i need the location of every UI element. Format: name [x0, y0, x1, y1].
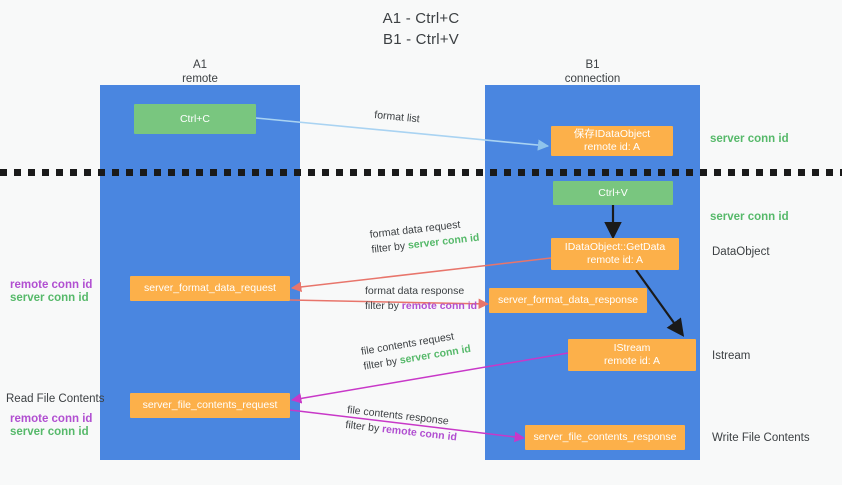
- box-ctrl-v[interactable]: Ctrl+V: [553, 181, 673, 205]
- left-label-server-conn-id-2: server conn id: [10, 426, 89, 438]
- left-label-remote-conn-id-1: remote conn id: [10, 279, 93, 291]
- box-ctrl-c[interactable]: Ctrl+C: [134, 104, 256, 134]
- edge-label-format-data-request: format data request filter by server con…: [369, 216, 480, 258]
- dashed-divider-line: [0, 169, 842, 176]
- box-server-format-data-response[interactable]: server_format_data_response: [489, 288, 647, 313]
- edge-label-format-data-response-filter-prefix: filter by: [365, 300, 402, 312]
- left-label-server-conn-id-1: server conn id: [10, 292, 89, 304]
- edge-label-file-contents-response-filter-prefix: filter by: [344, 418, 383, 435]
- box-getdata-label: IDataObject::GetData: [564, 241, 666, 253]
- box-istream-label: IStream: [613, 342, 651, 354]
- right-label-server-conn-id-mid: server conn id: [710, 211, 789, 223]
- box-server-format-data-response-label: server_format_data_response: [497, 294, 639, 306]
- box-save-idataobject[interactable]: 保存IDataObject remote id: A: [551, 126, 673, 156]
- title-line-1: A1 - Ctrl+C: [382, 10, 460, 27]
- box-server-file-contents-response[interactable]: server_file_contents_response: [525, 425, 685, 450]
- column-header-a1-sub: remote: [182, 73, 218, 85]
- edge-label-format-data-response: format data response filter by remote co…: [365, 284, 477, 314]
- box-istream[interactable]: IStream remote id: A: [568, 339, 696, 371]
- edge-label-file-contents-request: file contents request filter by server c…: [360, 327, 472, 375]
- box-server-file-contents-request-label: server_file_contents_request: [142, 399, 278, 411]
- edge-label-format-list-line1: format list: [373, 108, 421, 126]
- box-server-file-contents-request[interactable]: server_file_contents_request: [130, 393, 290, 418]
- right-label-istream: Istream: [712, 350, 751, 362]
- box-save-idataobject-label: 保存IDataObject: [573, 128, 651, 140]
- edge-label-format-list: format list: [374, 108, 421, 127]
- right-label-dataobject: DataObject: [712, 246, 770, 258]
- box-save-idataobject-remote-id: remote id: A: [583, 141, 641, 153]
- edge-label-format-data-response-line2: filter by remote conn id: [365, 299, 477, 314]
- right-label-server-conn-id-top: server conn id: [710, 133, 789, 145]
- box-getdata[interactable]: IDataObject::GetData remote id: A: [551, 238, 679, 270]
- box-ctrl-c-label: Ctrl+C: [179, 112, 211, 125]
- box-getdata-remote-id: remote id: A: [586, 254, 644, 266]
- box-istream-remote-id: remote id: A: [603, 355, 661, 367]
- box-server-format-data-request-label: server_format_data_request: [144, 282, 276, 294]
- edge-label-file-contents-response: file contents response filter by remote …: [345, 403, 460, 445]
- box-ctrl-v-label: Ctrl+V: [598, 186, 628, 199]
- column-header-b1-name: B1: [585, 59, 600, 71]
- column-header-a1-name: A1: [192, 59, 208, 71]
- box-server-file-contents-response-label: server_file_contents_response: [533, 431, 677, 443]
- left-label-read-file-contents: Read File Contents: [6, 393, 105, 405]
- edge-label-format-data-request-filter-prefix: filter by: [370, 239, 409, 256]
- edge-label-format-data-response-line1: format data response: [365, 285, 465, 297]
- box-server-format-data-request[interactable]: server_format_data_request: [130, 276, 290, 301]
- left-label-remote-conn-id-2: remote conn id: [10, 413, 93, 425]
- edge-label-format-data-response-filter-tag: remote conn id: [401, 300, 478, 312]
- title-line-2: B1 - Ctrl+V: [383, 31, 459, 48]
- column-header-b1-sub: connection: [564, 73, 621, 85]
- column-header-b1: B1 connection: [485, 58, 700, 86]
- right-label-write-file-contents: Write File Contents: [712, 432, 810, 444]
- column-header-a1: A1 remote: [100, 58, 300, 86]
